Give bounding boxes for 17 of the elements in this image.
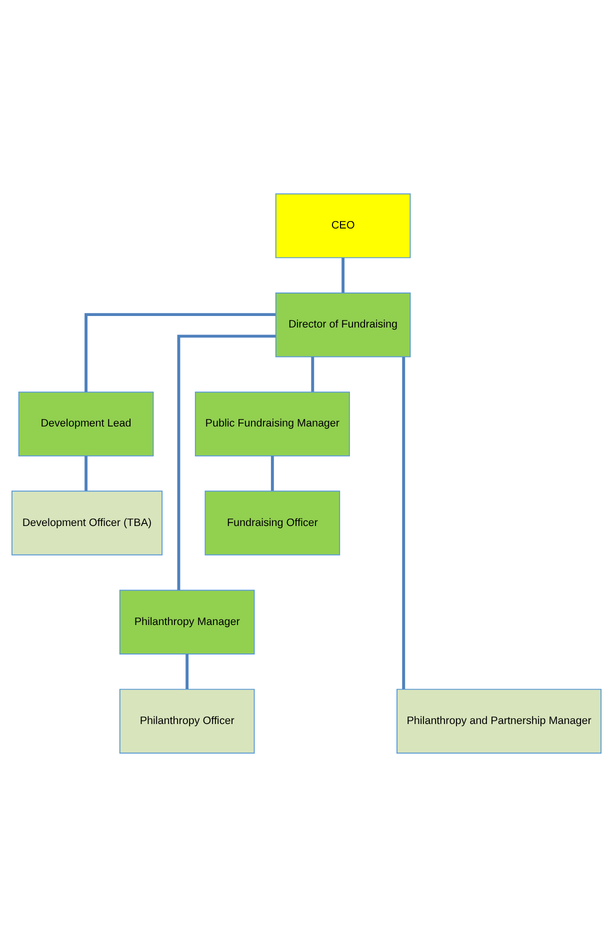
node-box: CEO (275, 193, 411, 258)
connector (270, 456, 274, 491)
connector (311, 356, 314, 392)
connector (84, 456, 88, 491)
connector (402, 356, 406, 690)
connector (177, 334, 276, 590)
node-box: Director of Fundraising (275, 292, 411, 358)
connector (342, 258, 345, 293)
node-box: Philanthropy Manager (119, 590, 255, 654)
node-box: Public Fundraising Manager (194, 392, 350, 456)
node-box: Philanthropy and Partnership Manager (396, 688, 602, 754)
node-box: Fundraising Officer (204, 490, 340, 556)
connector (84, 313, 276, 392)
connector (186, 654, 189, 690)
node-box: Philanthropy Officer (119, 688, 255, 754)
node-box: Development Officer (TBA) (11, 490, 163, 556)
node-box: Development Lead (18, 392, 154, 456)
